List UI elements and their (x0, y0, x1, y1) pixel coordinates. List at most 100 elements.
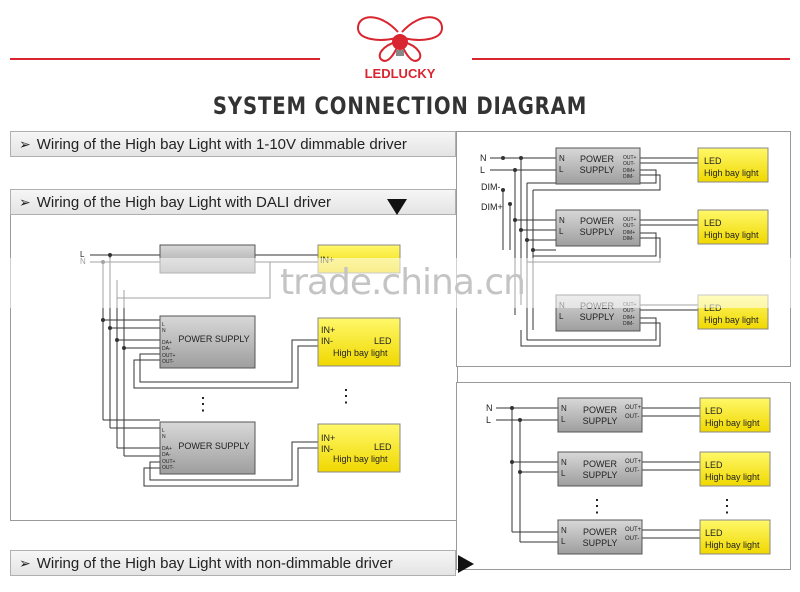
nondim-led-2: LED High bay light (699, 451, 771, 487)
dali-led-2: IN+ IN- LED High bay light (317, 423, 401, 473)
svg-text:OUT-: OUT- (625, 536, 639, 542)
svg-text:N: N (162, 328, 166, 334)
svg-text:High bay light: High bay light (704, 168, 759, 178)
triangle-down-icon (387, 199, 407, 215)
ellipsis-dots: ⋮ (194, 394, 212, 414)
svg-text:POWER: POWER (583, 405, 618, 415)
svg-text:LED: LED (704, 156, 722, 166)
svg-text:L: L (559, 227, 564, 236)
svg-text:L: L (162, 428, 165, 434)
led-light-2: LED High bay light (697, 209, 769, 245)
svg-text:N: N (486, 403, 493, 413)
svg-text:L: L (486, 415, 491, 425)
svg-text:DIM-: DIM- (623, 236, 634, 242)
svg-text:LED: LED (374, 336, 392, 346)
led-light-1: LED High bay light (697, 147, 769, 183)
dali-power-supply-2: L N DA+ DA- OUT+ OUT- POWER SUPPLY (159, 421, 256, 475)
svg-text:SUPPLY: SUPPLY (583, 538, 618, 548)
section-label-dimmable: Wiring of the High bay Light with 1-10V … (36, 135, 407, 153)
svg-text:OUT+: OUT+ (623, 155, 637, 161)
svg-text:LED: LED (705, 406, 723, 416)
svg-text:POWER: POWER (583, 459, 618, 469)
header-line-right (472, 58, 790, 60)
arrow-bullet-icon: ➢ (19, 193, 31, 210)
svg-text:POWER: POWER (580, 154, 615, 164)
svg-text:OUT-: OUT- (625, 414, 639, 420)
ledlucky-logo: LEDLUCKY (356, 16, 444, 81)
nondim-led-3: LED High bay light (699, 519, 771, 555)
nondim-power-supply-1: N L POWER SUPPLY OUT+ OUT- (557, 397, 643, 433)
triangle-right-icon (458, 555, 474, 573)
watermark-text: trade.china.cn (280, 262, 526, 303)
svg-text:DA-: DA- (162, 452, 171, 458)
svg-text:L: L (561, 469, 566, 478)
svg-text:OUT-: OUT- (623, 161, 635, 167)
svg-text:DIM+: DIM+ (623, 230, 635, 236)
ellipsis-dots: ⋮ (337, 386, 355, 406)
arrow-bullet-icon: ➢ (19, 135, 31, 152)
svg-text:High bay light: High bay light (333, 454, 388, 464)
svg-text:POWER SUPPLY: POWER SUPPLY (178, 334, 249, 344)
ellipsis-dots: ⋮ (588, 496, 606, 516)
svg-text:OUT+: OUT+ (625, 527, 642, 533)
svg-text:SUPPLY: SUPPLY (580, 227, 615, 237)
svg-text:OUT-: OUT- (623, 223, 635, 229)
svg-text:High bay light: High bay light (705, 418, 760, 428)
svg-text:OUT+: OUT+ (162, 459, 176, 465)
brand-name: LEDLUCKY (365, 66, 436, 81)
svg-text:IN+: IN+ (321, 433, 335, 443)
svg-text:High bay light: High bay light (333, 348, 388, 358)
section-bar-nondim: ➢ Wiring of the High bay Light with non-… (10, 550, 456, 576)
svg-text:OUT-: OUT- (162, 465, 174, 471)
svg-text:High bay light: High bay light (705, 472, 760, 482)
svg-text:N: N (162, 434, 166, 440)
l-label: L (480, 165, 485, 175)
svg-text:OUT+: OUT+ (162, 353, 176, 359)
n-label: N (480, 153, 487, 163)
nondim-led-1: LED High bay light (699, 397, 771, 433)
svg-text:SUPPLY: SUPPLY (583, 470, 618, 480)
svg-text:N: N (559, 216, 565, 225)
section-bar-dimmable: ➢ Wiring of the High bay Light with 1-10… (10, 131, 456, 157)
section-bar-dali: ➢ Wiring of the High bay Light with DALI… (10, 189, 456, 215)
dali-power-supply-1: L N DA+ DA- OUT+ OUT- POWER SUPPLY (159, 315, 256, 369)
svg-text:OUT+: OUT+ (625, 405, 642, 411)
svg-text:IN+: IN+ (321, 325, 335, 335)
svg-text:POWER: POWER (583, 527, 618, 537)
svg-text:OUT-: OUT- (625, 468, 639, 474)
svg-text:SUPPLY: SUPPLY (580, 312, 615, 322)
svg-text:DIM+: DIM+ (623, 315, 635, 321)
svg-text:High bay light: High bay light (705, 540, 760, 550)
svg-text:DA+: DA+ (162, 340, 172, 346)
svg-text:SUPPLY: SUPPLY (583, 416, 618, 426)
dim-plus-label: DIM+ (481, 202, 503, 212)
svg-text:OUT-: OUT- (623, 308, 635, 314)
nondim-power-supply-3: N L POWER SUPPLY OUT+ OUT- (557, 519, 643, 555)
svg-text:OUT+: OUT+ (623, 217, 637, 223)
svg-text:DA-: DA- (162, 346, 171, 352)
svg-text:N: N (559, 154, 565, 163)
svg-text:IN-: IN- (321, 444, 333, 454)
watermark-band: trade.china.cn (0, 258, 800, 308)
bulb-icon (392, 34, 408, 50)
arrow-bullet-icon: ➢ (19, 554, 31, 571)
svg-text:N: N (561, 526, 567, 535)
svg-text:L: L (559, 312, 564, 321)
svg-text:LED: LED (374, 442, 392, 452)
nondim-diagram (496, 407, 700, 543)
svg-text:LED: LED (705, 460, 723, 470)
dim-minus-label: DIM- (481, 182, 501, 192)
svg-text:LED: LED (704, 218, 722, 228)
nondim-power-supply-2: N L POWER SUPPLY OUT+ OUT- (557, 451, 643, 487)
header-line-left (10, 58, 320, 60)
ellipsis-dots: ⋮ (718, 496, 736, 516)
svg-text:LED: LED (704, 303, 722, 313)
power-supply-1: N L POWER SUPPLY OUT+ OUT- DIM+ DIM- (555, 147, 641, 185)
svg-text:DIM-: DIM- (623, 321, 634, 327)
svg-text:N: N (561, 458, 567, 467)
svg-text:High bay light: High bay light (704, 315, 759, 325)
svg-text:N: N (561, 404, 567, 413)
svg-text:SUPPLY: SUPPLY (580, 165, 615, 175)
svg-text:L: L (162, 322, 165, 328)
dali-l-label: L (80, 250, 85, 259)
